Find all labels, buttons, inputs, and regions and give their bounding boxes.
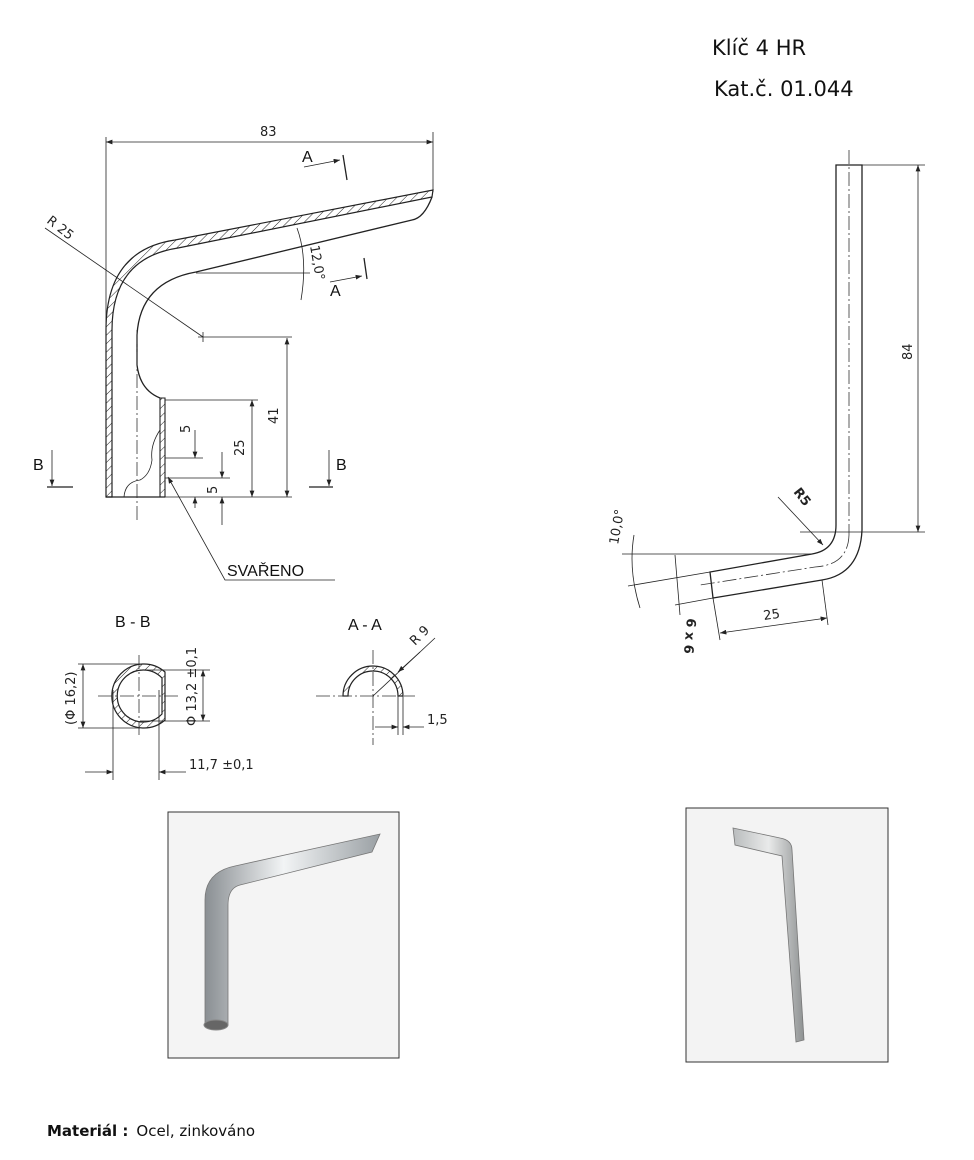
material-row: Materiál : Ocel, zinkováno	[47, 1122, 255, 1140]
section-marker-a-lower: A	[330, 283, 341, 300]
dim-angle-10: 10,0°	[607, 508, 628, 546]
dim-length-84: 84	[901, 343, 916, 360]
dim-profile-6x6: 6 x 6	[680, 618, 698, 655]
photo-hex-key	[685, 807, 889, 1063]
dim-width: 83	[260, 125, 277, 140]
photo-tube-key	[167, 811, 400, 1059]
hex-key-drawing: 84 R5 10,0° 6 x 6 25	[607, 150, 925, 654]
side-view-drawing: 83 R 25 41 25 5 5 12,0°	[33, 125, 434, 581]
dim-41: 41	[267, 407, 282, 424]
section-a-a-title: A - A	[348, 617, 382, 634]
section-b-b-title: B - B	[115, 614, 151, 631]
dim-outer-diameter: (Φ 16,2)	[64, 672, 79, 725]
catalog-number: Kat.č. 01.044	[714, 77, 854, 101]
material-label: Materiál :	[47, 1122, 128, 1140]
material-value: Ocel, zinkováno	[136, 1122, 255, 1140]
section-marker-b-left: B	[33, 457, 44, 474]
dim-5-upper: 5	[179, 425, 194, 433]
part-name: Klíč 4 HR	[712, 36, 806, 60]
section-marker-b-right: B	[336, 457, 347, 474]
dim-25: 25	[233, 439, 248, 456]
dim-inner-diameter: Φ 13,2 ±0,1	[185, 647, 200, 726]
dim-radius-25: R 25	[44, 213, 77, 243]
dim-thickness: 1,5	[427, 713, 448, 728]
section-marker-a-upper: A	[302, 149, 313, 166]
section-b-b: B - B (Φ 16,2) Φ 13,2 ±0,1 11,7 ±0,1	[64, 614, 254, 780]
dim-radius-9: R 9	[407, 623, 433, 649]
weld-note: SVAŘENO	[227, 561, 304, 580]
dim-leg-25: 25	[762, 607, 780, 624]
dim-5-lower: 5	[206, 486, 221, 494]
dim-radius-5: R5	[790, 485, 814, 509]
section-a-a: A - A R 9 1,5	[316, 617, 448, 745]
dim-flat-width: 11,7 ±0,1	[189, 758, 254, 773]
dim-angle-12: 12,0°	[306, 244, 327, 282]
